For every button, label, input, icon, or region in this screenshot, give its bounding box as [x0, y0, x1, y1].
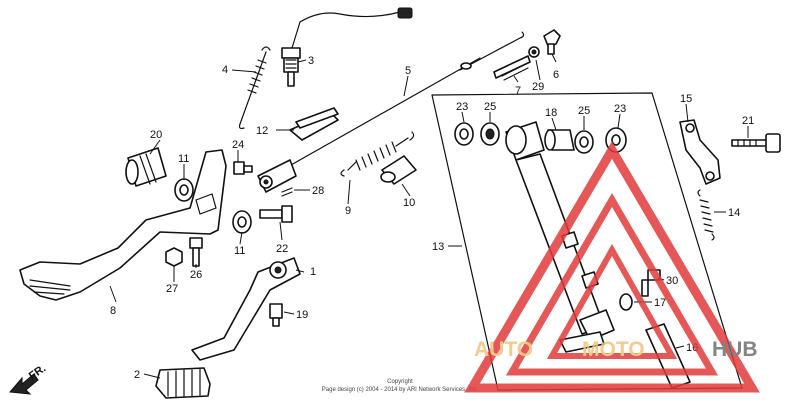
part-12-bracket — [289, 107, 339, 141]
part-4-spring — [238, 46, 271, 130]
callout-12: 12 — [256, 125, 268, 137]
callout-8: 8 — [110, 305, 116, 317]
part-24-bolt — [233, 161, 253, 175]
part-11-washer-upper — [174, 178, 194, 202]
callout-11-lower: 11 — [234, 245, 245, 257]
callout-4: 4 — [222, 64, 228, 76]
arrow-icon — [8, 373, 39, 395]
callout-30: 30 — [666, 275, 678, 287]
callout-23-right: 23 — [614, 103, 626, 115]
part-22-bolt — [259, 205, 293, 223]
callout-22: 22 — [276, 243, 288, 255]
part-20-pivot — [125, 147, 167, 187]
part-9-spring — [340, 131, 415, 177]
watermark: AUTO MOTO HUB — [464, 141, 760, 393]
part-6-wing-nut — [543, 29, 561, 55]
rod-end — [257, 159, 297, 193]
watermark-text-hub: HUB — [712, 338, 758, 361]
callout-25-left: 25 — [484, 101, 496, 113]
part-27-nut — [165, 247, 183, 267]
part-8-brake-pedal — [19, 149, 227, 301]
part-2-pedal-rubber — [155, 367, 211, 399]
callout-18: 18 — [545, 107, 557, 119]
callout-2: 2 — [134, 369, 140, 381]
part-14-spring — [697, 189, 715, 241]
part-26-bolt — [189, 237, 203, 267]
part-7-spring — [493, 55, 531, 81]
callout-26: 26 — [190, 269, 202, 281]
callout-6: 6 — [553, 69, 559, 81]
callout-3: 3 — [308, 55, 314, 67]
callout-9: 9 — [345, 205, 351, 217]
part-29-pin — [528, 46, 540, 58]
callout-25-right: 25 — [578, 105, 590, 117]
callout-20: 20 — [150, 129, 162, 141]
callout-17: 17 — [654, 297, 666, 309]
callout-24: 24 — [232, 139, 244, 151]
front-direction-indicator: FR. — [8, 362, 48, 395]
callout-7: 7 — [515, 85, 521, 97]
part-19-bolt — [269, 303, 283, 327]
callout-27: 27 — [166, 283, 178, 295]
callout-28: 28 — [312, 185, 324, 197]
part-25-bearing-right — [574, 130, 594, 154]
copyright-line-1: Copyright — [387, 379, 413, 385]
part-5-cable — [267, 31, 525, 179]
part-17-collar — [619, 293, 633, 311]
callout-19: 19 — [296, 309, 308, 321]
watermark-text-moto: MOTO — [582, 338, 645, 361]
callout-13: 13 — [432, 241, 444, 253]
part-1-shift-arm — [191, 257, 301, 361]
part-10-sleeve — [380, 155, 417, 185]
part-21-bolt — [731, 133, 781, 153]
part-11-washer-lower — [232, 210, 252, 234]
copyright-line-2: Page design (c) 2004 - 2014 by ARI Netwo… — [322, 387, 479, 393]
callout-21: 21 — [742, 115, 754, 127]
callout-11-upper: 11 — [178, 153, 189, 165]
callout-5: 5 — [405, 65, 411, 77]
part-18-collar — [544, 129, 575, 151]
callout-29: 29 — [532, 81, 544, 93]
part-15-bracket — [679, 119, 721, 185]
part-25-bearing-left — [480, 122, 500, 146]
callouts: 1 2 3 4 5 6 7 8 9 10 11 11 12 13 14 15 1… — [110, 55, 754, 381]
callout-23-left: 23 — [456, 101, 468, 113]
part-28-pin — [281, 187, 293, 197]
part-3-switch — [281, 7, 413, 87]
callout-14: 14 — [728, 207, 740, 219]
callout-10: 10 — [403, 197, 415, 209]
part-23-washer-left — [454, 122, 474, 146]
callout-1: 1 — [310, 266, 316, 278]
copyright-notice: Copyright Page design (c) 2004 - 2014 by… — [322, 379, 479, 393]
watermark-text-auto: AUTO — [474, 338, 533, 361]
callout-15: 15 — [680, 93, 692, 105]
watermark-triangle-logo — [464, 141, 760, 393]
